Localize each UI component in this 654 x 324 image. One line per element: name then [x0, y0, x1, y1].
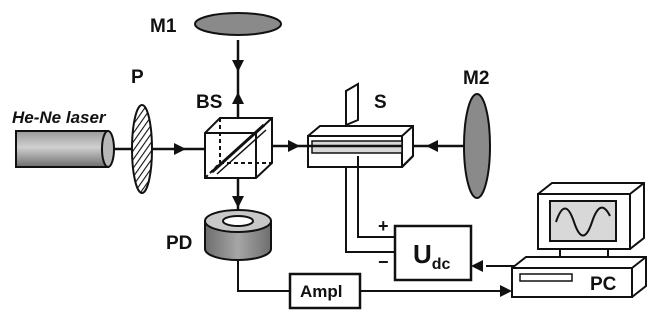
- photodiode: [204, 209, 272, 261]
- laser-label: He-Ne laser: [12, 108, 107, 127]
- minus-sign: −: [378, 252, 389, 272]
- voltage-label: Udc: [413, 239, 451, 273]
- arrow-bs-up: [232, 92, 244, 104]
- photodiode-label: PD: [166, 233, 192, 254]
- sine-wave: [555, 206, 611, 237]
- polarizer: [131, 104, 153, 194]
- mirror2-label: M2: [463, 68, 489, 89]
- computer-label: PC: [590, 274, 617, 295]
- beam-arrows: [174, 60, 438, 208]
- voltage-main: U: [413, 239, 432, 269]
- beam-splitter-cube: [204, 117, 273, 179]
- polarizer-label: P: [131, 67, 144, 88]
- beamsplitter-label: BS: [196, 92, 222, 113]
- arrow-m1-down: [232, 60, 244, 72]
- sample: [307, 82, 414, 224]
- arrow-bs-to-pd: [232, 196, 244, 208]
- mirror-m2: [463, 93, 491, 199]
- amplifier-label: Ampl: [300, 282, 343, 301]
- arrow-laser-to-bs: [174, 143, 186, 155]
- arrow-ampl-to-pc: [500, 285, 512, 297]
- signal-arrows: [471, 260, 512, 297]
- mirror-m1: [194, 12, 282, 36]
- arrow-bs-to-sample: [288, 140, 300, 152]
- he-ne-laser: [15, 130, 115, 168]
- sample-label: S: [374, 92, 387, 113]
- disk-drive-slot: [519, 273, 573, 282]
- pc-monitor: [537, 182, 645, 257]
- electrode-wires: [345, 156, 395, 253]
- dc-voltage-source: [393, 224, 473, 282]
- arrow-m2-to-sample: [426, 140, 438, 152]
- pc-base: [511, 256, 647, 298]
- amplifier: [288, 272, 362, 310]
- voltage-sub: dc: [432, 256, 451, 273]
- arrow-pc-to-udc: [471, 260, 483, 272]
- plus-sign: +: [378, 216, 389, 236]
- mirror1-label: M1: [150, 16, 177, 37]
